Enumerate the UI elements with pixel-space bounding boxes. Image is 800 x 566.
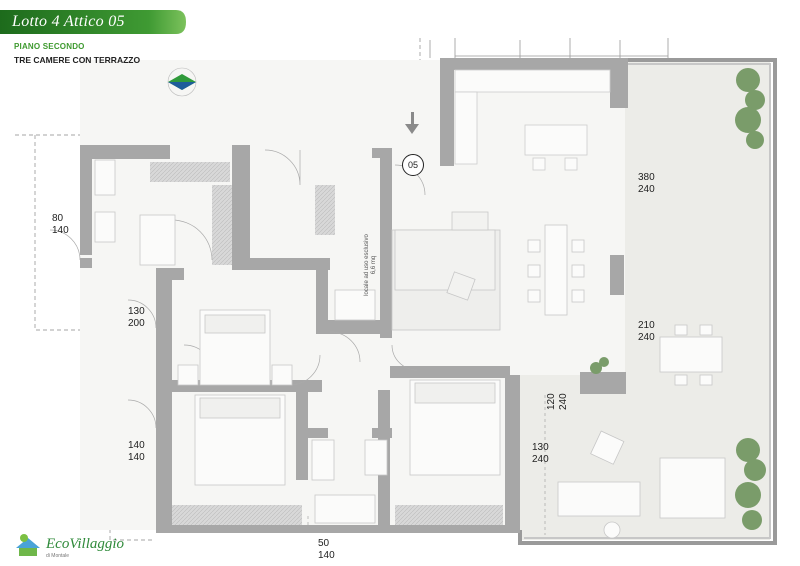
walls <box>80 58 628 533</box>
living-room <box>391 211 501 331</box>
ecovillaggio-logo-text: EcoVillaggio <box>46 536 125 552</box>
dining-table <box>527 224 585 316</box>
floor-label: PIANO SECONDO <box>14 42 85 51</box>
bathroom-2 <box>311 439 388 524</box>
bedroom-2 <box>194 394 286 486</box>
compass-icon <box>167 67 197 97</box>
terrace-parapet <box>518 58 777 545</box>
kitchen <box>454 69 611 171</box>
apartment-description: TRE CAMERE CON TERRAZZO <box>14 55 141 65</box>
storage-room-note: locale ad uso esclusivo 6,6 mq <box>364 234 377 296</box>
bedroom-1 <box>177 309 293 386</box>
windows <box>150 162 503 525</box>
page-title: Lotto 4 Attico 05 <box>12 13 125 30</box>
planters <box>590 68 766 530</box>
terrace-lounge <box>557 430 726 539</box>
ecovillaggio-logo-icon <box>16 534 40 556</box>
bathroom-1 <box>94 159 176 266</box>
door-swings <box>49 149 426 429</box>
entrance-arrow <box>405 112 419 134</box>
unit-number-badge: 05 <box>402 154 424 176</box>
ecovillaggio-logo-subtitle: di Montale <box>46 553 70 559</box>
title-banner <box>0 10 186 34</box>
storage-closet <box>334 289 376 321</box>
terrace-dining-table <box>659 324 723 386</box>
neighbour-windows <box>429 38 669 58</box>
bedroom-3 <box>409 379 501 476</box>
